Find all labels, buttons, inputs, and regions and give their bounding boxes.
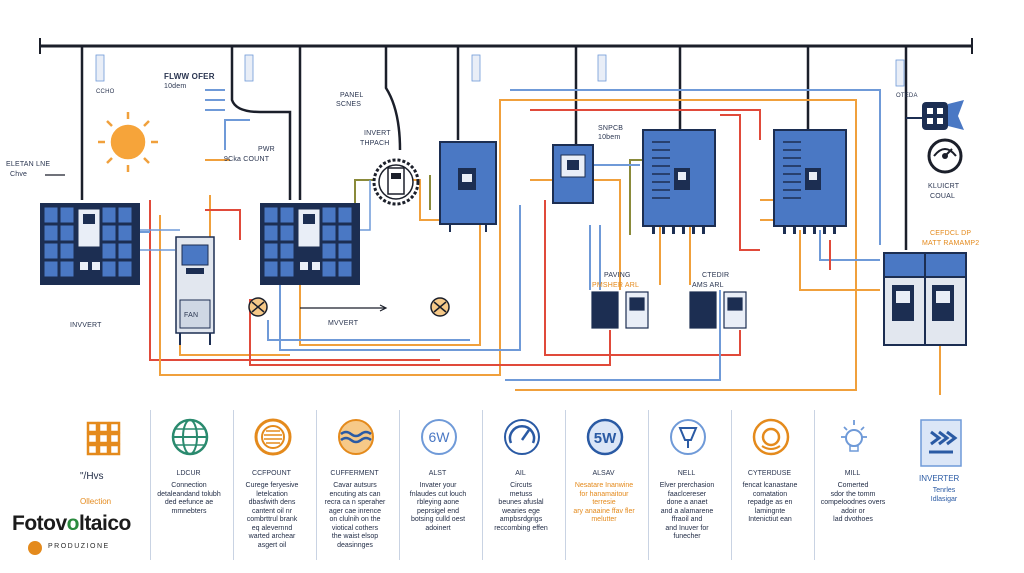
inverter-icon <box>920 419 962 467</box>
lamp-icon <box>670 419 706 455</box>
label-tag-1: CCHO <box>96 89 115 95</box>
legend-item: LDCUR Connection detaleandand tolubh ded… <box>150 410 226 560</box>
combiner-box-1 <box>642 129 716 234</box>
inverter-cabinet-left <box>175 236 215 345</box>
legend-item-title: ALST <box>428 470 447 477</box>
legend-item-title: CCFPOUNT <box>252 470 291 477</box>
svg-text:6W: 6W <box>429 429 451 445</box>
legend-item-title: AIL <box>515 470 526 477</box>
grid-icon <box>86 421 121 456</box>
label-invert-left: INVVERT <box>70 322 102 329</box>
legend-item-title: MILL <box>844 470 861 477</box>
globe-icon <box>171 418 209 456</box>
plug-icon <box>906 100 964 130</box>
legend-item: 6W ALST Invater your fnlaudes cut louch … <box>399 410 475 560</box>
legend-item-desc: Connection detaleandand tolubh ded eefun… <box>157 482 221 515</box>
svg-text:5W: 5W <box>594 430 617 447</box>
combiner-box-2 <box>773 129 847 234</box>
solar-panel-left <box>40 203 140 285</box>
right-legend: INVERTER Tenrles Idlasigar <box>905 410 985 520</box>
label-snpcb-sub: 10bem <box>598 134 621 141</box>
left-legend: "/Hvs Ollection <box>70 415 140 506</box>
sun-icon-diagram <box>98 112 158 172</box>
legend-item-desc: Comerted sdor the tomm compeloodnes over… <box>820 482 886 523</box>
label-invert: INVERT <box>364 130 391 137</box>
legend-item-title: ALSAV <box>592 470 615 477</box>
legend-item: CYTERDUSE fencat lcanastane comatation r… <box>731 410 807 560</box>
label-tag-2: OTEDA <box>896 93 918 99</box>
meter-gear-icon <box>372 158 420 206</box>
solar-panel-middle <box>260 203 360 285</box>
breaker-group-right <box>689 291 747 329</box>
legend-item-desc: Cavar autsurs encuting ats can recra ca … <box>324 482 386 549</box>
legend-item-title: LDCUR <box>176 470 201 477</box>
water-icon <box>338 419 374 455</box>
legend-item-desc: Curege feryesive letelcation dbasfwith d… <box>245 482 299 549</box>
label-elettric-line-sub: Chve <box>10 171 28 178</box>
label-panel: PANEL <box>340 92 364 99</box>
brand-mark-icon <box>28 541 42 555</box>
brand-logo: Fotovoltaico PRODUZIONE <box>8 512 168 562</box>
inverter-unit-tall <box>439 141 497 232</box>
legend-item: NELL Elver prerchasion faaclcereser done… <box>648 410 724 560</box>
label-fan: FAN <box>184 312 199 319</box>
fan-left-icon <box>248 297 268 317</box>
wiring-diagram-svg <box>39 38 973 395</box>
label-kluicrt: KLUICRT <box>928 183 960 190</box>
label-kluicrt-sub: COUAL <box>930 193 956 200</box>
legend-item: MILL Comerted sdor the tomm compeloodnes… <box>814 410 890 560</box>
fan-icon <box>254 418 292 456</box>
legend-item-title: NELL <box>677 470 696 477</box>
grid-cabinet-right <box>883 252 967 346</box>
label-pwr-sub: 9Cka COUNT <box>224 156 270 163</box>
legend-item: CUFFERMENT Cavar autsurs encuting ats ca… <box>316 410 392 560</box>
right-legend-title: INVERTER <box>919 474 960 483</box>
bulb-icon <box>841 420 867 452</box>
legend-row: LDCUR Connection detaleandand tolubh ded… <box>150 410 980 560</box>
brand-name-part: ltaico <box>78 512 131 535</box>
label-snpcb: SNPCB <box>598 125 624 132</box>
label-panel-sub: SCNES <box>336 101 362 108</box>
label-paving-sub: PMSHER ARL <box>592 282 640 289</box>
left-legend-subtitle: Ollection <box>80 497 112 506</box>
label-ctedir: CTEDIR <box>702 272 730 279</box>
label-cefdcl-sub: MATT RAMAMP2 <box>922 240 980 247</box>
right-legend-desc: Tenrles Idlasigar <box>930 487 958 503</box>
sun-icon <box>752 418 790 456</box>
brand-name-part: o <box>66 512 80 535</box>
label-mvvert: MVVERT <box>328 320 359 327</box>
label-ctedir-sub: AMS ARL <box>692 282 724 289</box>
label-flow-offer-sub: 10dem <box>164 83 187 90</box>
inverter-unit-small <box>552 144 594 204</box>
label-flow-offer: FLWW OFER <box>164 72 215 81</box>
label-cefdcl: CEFDCL DP <box>930 230 972 237</box>
legend-item-desc: Circuts metuss beunes afuslal wearies eg… <box>494 482 548 532</box>
legend-item-desc: Elver prerchasion faaclcereser done a an… <box>659 482 715 540</box>
legend-item-desc: Invater your fnlaudes cut louch rbleying… <box>409 482 467 532</box>
label-elettric-line: ELETAN LNE <box>6 161 51 168</box>
legend-item-desc: Nesatare Inanwine for hanamaitour terres… <box>573 482 635 523</box>
legend-item-title: CYTERDUSE <box>747 470 792 477</box>
gauge-icon <box>504 419 540 455</box>
label-paving: PAVING <box>604 272 631 279</box>
brand-name-part: Fotov <box>12 512 67 535</box>
legend-item-desc: fencat lcanastane comatation repadge as … <box>742 482 798 523</box>
brand-name: Fotovoltaico <box>12 512 131 536</box>
brand-sub: PRODUZIONE <box>48 543 110 550</box>
left-legend-title: "/Hvs <box>80 471 104 482</box>
power-5w-icon: 5W <box>586 418 624 456</box>
legend-item: 5W ALSAV Nesatare Inanwine for hanamaito… <box>565 410 641 560</box>
legend-item: AIL Circuts metuss beunes afuslal wearie… <box>482 410 558 560</box>
label-invert-sub: THPACH <box>360 140 390 147</box>
wiring-diagram: FLWW OFER 10dem ELETAN LNE Chve PANEL SC… <box>6 38 980 395</box>
legend-item-title: CUFFERMENT <box>330 470 379 477</box>
fan-right-icon <box>430 297 450 317</box>
breaker-group-left <box>591 291 649 329</box>
power-6w-icon: 6W <box>421 419 457 455</box>
legend-item: CCFPOUNT Curege feryesive letelcation db… <box>233 410 309 560</box>
meter-round-icon <box>927 138 963 174</box>
label-pwr: PWR <box>258 146 275 153</box>
